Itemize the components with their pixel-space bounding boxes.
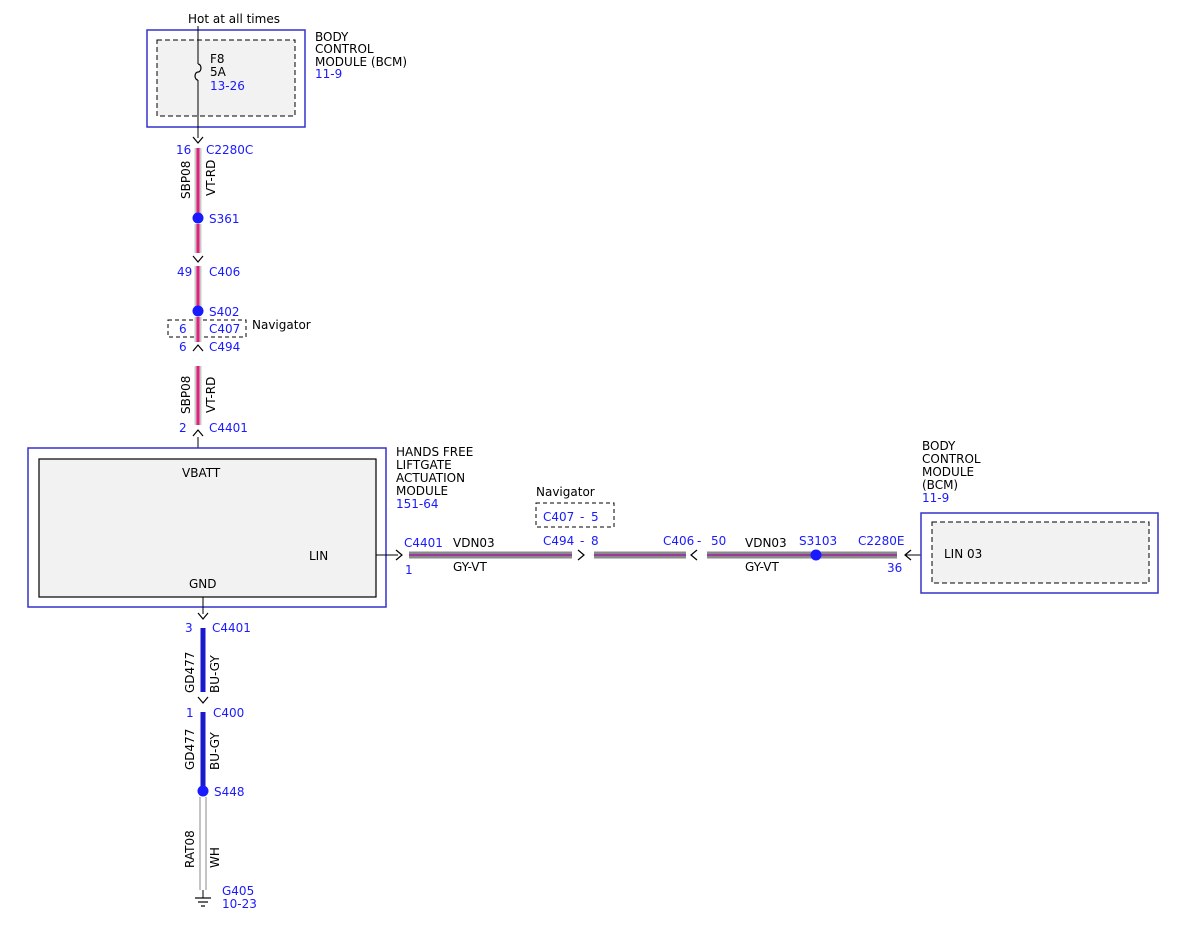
c494-sep: - [580,534,584,548]
bcm-top-name-3: MODULE (BCM) [315,55,407,69]
bcm-right-name-2: CONTROL [922,452,981,466]
ground-g405-ref[interactable]: 10-23 [222,897,257,911]
wire-circuit-gd477-upper: GD477 [183,652,197,693]
hfl-pin-vbatt: VBATT [182,466,221,480]
connector-c4401-top-label[interactable]: C4401 [209,421,248,435]
wire-circuit-rat08: RAT08 [183,830,197,868]
connector-arrow-c4401-lin [395,549,403,561]
wire-circuit-sbp08-upper: SBP08 [179,161,193,199]
c406-sep: - [697,534,701,548]
wire-color-gy-vt-right: GY-VT [745,560,779,574]
wire-circuit-sbp08-lower: SBP08 [179,376,193,414]
bcm-right-inner-box [931,521,1150,584]
pin-1-c400: 1 [186,706,194,720]
ground-g405-label[interactable]: G405 [222,884,254,898]
splice-s361[interactable] [192,212,204,224]
bcm-top-name-1: BODY [315,30,349,44]
hfl-pin-gnd: GND [189,577,217,591]
wire-circuit-vdn03-right: VDN03 [745,536,787,550]
navigator-label-upper: Navigator [252,318,311,332]
hfl-pin-lin: LIN [309,549,328,563]
connector-c406-lin-label[interactable]: C406 [663,534,694,548]
navigator-c407-lin-dashed-box [535,502,615,528]
connector-c2280e-label[interactable]: C2280E [858,534,905,548]
hot-at-all-times-label: Hot at all times [188,12,280,26]
hfl-ref[interactable]: 151-64 [396,497,439,511]
splice-s448-label[interactable]: S448 [214,785,245,799]
connector-arrow-c406-top [192,255,204,263]
connector-c407-lin-label[interactable]: C407 [543,510,574,524]
c407-sep: - [580,510,584,524]
wire-circuit-gd477-lower: GD477 [183,729,197,770]
fuse-ref[interactable]: 13-26 [210,79,245,93]
connector-c494-lin-label[interactable]: C494 [543,534,574,548]
connector-c494-label[interactable]: C494 [209,340,240,354]
pin-16: 16 [176,143,191,157]
bcm-top-ref[interactable]: 11-9 [315,67,342,81]
connector-c407-label[interactable]: C407 [209,322,240,336]
bcm-top-name-2: CONTROL [315,42,374,56]
c494-pin-8: 8 [591,534,599,548]
hfl-name-1: HANDS FREE [396,445,473,459]
fuse-rating: 5A [210,65,227,79]
navigator-label-lin: Navigator [536,485,595,499]
bcm-top-inner-box [156,39,296,117]
connector-arrow-c2280c [192,136,204,144]
connector-c406-label[interactable]: C406 [209,265,240,279]
splice-s402-label[interactable]: S402 [209,305,240,319]
c406-pin-50: 50 [711,534,726,548]
bcm-right-name-1: BODY [922,439,956,453]
pin-1: 1 [405,563,413,577]
pin-2: 2 [179,421,187,435]
wire-circuit-vdn03-left: VDN03 [453,536,495,550]
splice-s3103-label[interactable]: S3103 [799,534,837,548]
splice-s361-label[interactable]: S361 [209,212,240,226]
wire-color-bu-gy-lower: BU-GY [208,732,222,770]
navigator-c407-dashed-box [167,319,247,338]
splice-s402[interactable] [192,305,204,317]
wire-color-vt-rd-upper: VT-RD [204,160,218,196]
hfl-name-2: LIFTGATE [396,458,452,472]
connector-c4401-gnd-label[interactable]: C4401 [212,621,251,635]
fuse-icon [194,63,202,81]
connector-c400-label[interactable]: C400 [213,706,244,720]
bcm-right-pin-lin03: LIN 03 [944,547,982,561]
connector-arrow-c400 [197,696,209,704]
splice-s448[interactable] [197,785,209,797]
wire-color-gy-vt-left: GY-VT [453,560,487,574]
wire-color-wh: WH [208,847,222,868]
pin-3: 3 [185,621,193,635]
splice-s3103[interactable] [810,549,822,561]
connector-arrow-c494 [192,344,204,352]
pin-49: 49 [177,265,192,279]
connector-arrow-c406-lin [690,549,698,561]
pin-6-c494: 6 [179,340,187,354]
hfl-name-3: ACTUATION [396,471,465,485]
connector-arrow-c4401-gnd [197,612,209,620]
bcm-right-name-4: (BCM) [922,478,958,492]
connector-arrow-c4401-top [192,429,204,437]
wire-color-bu-gy-upper: BU-GY [208,655,222,693]
bcm-right-name-3: MODULE [922,465,974,479]
hfl-name-4: MODULE [396,484,448,498]
bcm-right-ref[interactable]: 11-9 [922,491,949,505]
ground-icon [195,890,211,907]
wire-color-vt-rd-lower: VT-RD [204,377,218,413]
pin-36: 36 [887,561,902,575]
connector-arrow-c494-lin [577,549,585,561]
connector-c4401-lin-label[interactable]: C4401 [404,536,443,550]
c407-pin-5: 5 [591,510,599,524]
pin-6-c407: 6 [179,322,187,336]
hfl-module-inner [38,458,377,598]
fuse-name: F8 [210,52,225,66]
connector-c2280c-label[interactable]: C2280C [206,143,253,157]
